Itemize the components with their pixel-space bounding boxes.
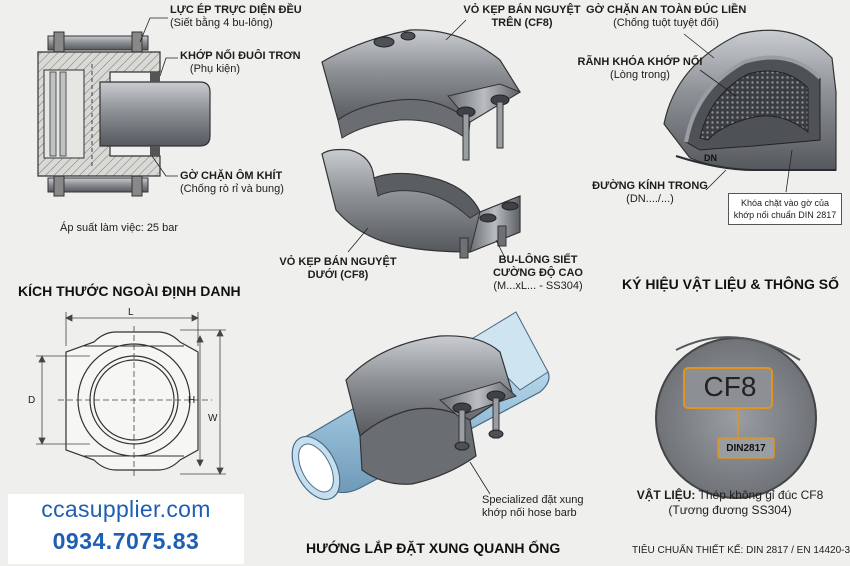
supplier-watermark: ccasupplier.com 0934.7075.83 [8,494,244,564]
safety-lip-title: GỜ CHẶN AN TOÀN ĐÚC LIỀN [586,4,747,16]
lock-groove-sub: (Lòng trong) [610,69,670,81]
lock-groove-title: RÃNH KHÓA KHỚP NỐI [577,56,703,68]
label-hose-tail: KHỚP NỐI ĐUÔI TRƠN (Phụ kiện) [180,50,301,76]
inner-half-view [663,29,837,171]
dim-w: W [208,413,218,424]
cf8-stamp-frame [683,367,773,409]
label-inner-diameter: ĐƯỜNG KÍNH TRONG (DN..../...) [590,180,710,206]
tight-rim-title: GỜ CHẶN ÔM KHÍT [180,170,283,182]
cf8-stamp: CF8 [703,371,757,402]
din-lock-note: Khóa chặt vào gờ của khớp nối chuẩn DIN … [728,193,842,225]
label-bolts: BU-LÔNG SIẾT CƯỜNG ĐỘ CAO (M...xL... - S… [478,254,598,293]
heading-material: KÝ HIỆU VẬT LIỆU & THÔNG SỐ [622,276,840,292]
supplier-url[interactable]: ccasupplier.com [41,496,211,522]
cross-section-drawing [37,31,211,197]
clamp-leaders [347,19,505,257]
din-lock-line2: khớp nối chuẩn DIN 2817 [733,210,837,220]
bolts-sub1: CƯỜNG ĐỘ CAO [492,267,583,279]
din-lock-line1: Khóa chặt vào gờ của [741,198,829,208]
label-tight-rim: GỜ CHẶN ÔM KHÍT (Chống rò rỉ và bung) [180,170,284,196]
material-spec: VẬT LIỆU: Thép không gỉ đúc CF8 (Tương đ… [630,488,830,518]
material-value: Thép không gỉ đúc CF8 [695,488,824,502]
inner-view-leaders [683,33,793,193]
upper-clamp-half [321,29,522,161]
dimension-drawing [65,331,199,471]
dim-h: H [188,395,196,406]
din2817-stamp: DIN2817 [726,443,766,454]
face-pressure-title: LỰC ÉP TRỰC DIỆN ĐỀU [170,4,302,16]
dimension-lines [36,312,226,476]
dim-d: D [28,395,36,406]
upper-shell-sub: TRÊN (CF8) [491,17,553,29]
upper-shell-title: VỎ KẸP BÁN NGUYỆT [463,4,581,16]
hose-tail-title: KHỚP NỐI ĐUÔI TRƠN [180,50,301,62]
lower-clamp-half [321,148,521,259]
installation-leader [469,461,491,495]
supplier-phone[interactable]: 0934.7075.83 [52,528,200,554]
lower-shell-title: VỎ KẸP BÁN NGUYỆT [279,256,397,268]
inner-diameter-sub: (DN..../...) [626,193,674,205]
heading-installation: HƯỚNG LẮP ĐẶT XUNG QUANH ỐNG [306,540,561,556]
design-standard: TIÊU CHUẨN THIẾT KẾ: DIN 2817 / EN 14420… [632,545,850,556]
hose-tail-sub: (Phụ kiện) [189,63,241,75]
label-hose-barb: Specialized đặt xung khớp nối hose barb [482,494,584,520]
dn-marking: DN [704,153,717,163]
safety-lip-sub: (Chống tuột tuyệt đối) [613,17,719,29]
bolts-title: BU-LÔNG SIẾT [498,254,578,266]
working-pressure: Áp suất làm việc: 25 bar [60,222,179,234]
din-stamp-frame [717,437,775,459]
label-lower-shell: VỎ KẸP BÁN NGUYỆT DƯỚI (CF8) [268,256,408,282]
inner-diameter-title: ĐƯỜNG KÍNH TRONG [592,180,708,192]
label-safety-lip: GỜ CHẶN AN TOÀN ĐÚC LIỀN (Chống tuột tuy… [586,4,746,30]
lower-shell-sub: DƯỚI (CF8) [307,269,369,281]
hose-barb-line2: khớp nối hose barb [482,507,577,519]
installation-drawing [291,311,550,501]
hose-barb-line1: Specialized đặt xung [482,494,584,506]
bolts-sub2: (M...xL... - SS304) [493,280,583,292]
label-face-pressure: LỰC ÉP TRỰC DIỆN ĐỀU (Siết bằng 4 bu-lôn… [170,4,302,30]
face-pressure-sub: (Siết bằng 4 bu-lông) [170,17,273,29]
material-key: VẬT LIỆU: [636,488,696,502]
material-equivalent: (Tương đương SS304) [668,503,792,517]
cross-section-leaders [139,17,178,177]
dim-l: L [128,307,134,318]
heading-dimensions: KÍCH THƯỚC NGOÀI ĐỊNH DANH [18,283,241,299]
tight-rim-sub: (Chống rò rỉ và bung) [180,183,284,195]
label-lock-groove: RÃNH KHÓA KHỚP NỐI (Lòng trong) [570,56,710,82]
material-magnifier [655,336,817,499]
label-upper-shell: VỎ KẸP BÁN NGUYỆT TRÊN (CF8) [452,4,592,30]
